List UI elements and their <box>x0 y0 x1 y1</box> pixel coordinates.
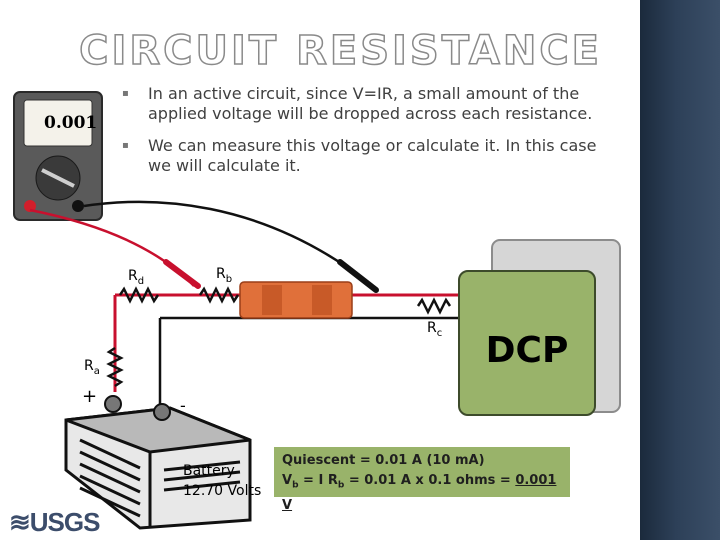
battery-icon <box>64 395 252 530</box>
bullet-text: We can measure this voltage or calculate… <box>148 136 597 175</box>
wire-connector-icon <box>239 281 353 319</box>
negative-terminal-label: - <box>180 396 186 415</box>
resistor-label-b: Rb <box>216 266 233 285</box>
meter-reading: 0.001 <box>44 113 98 133</box>
decorative-side-strip <box>640 0 720 540</box>
slide-title: CIRCUIT RESISTANCE <box>78 27 602 75</box>
bullet-item: ▪ We can measure this voltage or calcula… <box>122 136 612 176</box>
battery-label-line1: Battery <box>183 463 235 479</box>
multimeter-icon <box>13 91 103 221</box>
bullet-dot-icon: ▪ <box>122 140 129 151</box>
bullet-list: ▪ In an active circuit, since V=IR, a sm… <box>122 84 612 188</box>
resistor-label-a: Ra <box>84 358 100 377</box>
positive-terminal-label: + <box>82 386 98 407</box>
voltage-drop-equation: Vb = I Rb = 0.01 A x 0.1 ohms = 0.001 V <box>282 473 557 513</box>
usgs-logo: ≋USGS <box>9 507 100 537</box>
bullet-dot-icon: ▪ <box>122 88 129 99</box>
resistor-label-d: Rd <box>128 268 145 287</box>
dcp-enclosure <box>458 270 596 416</box>
quiescent-current: Quiescent = 0.01 A (10 mA) <box>282 453 485 468</box>
quiescent-callout: Quiescent = 0.01 A (10 mA) Vb = I Rb = 0… <box>274 447 570 513</box>
battery-label: Battery 12.70 Volts <box>183 461 261 501</box>
bullet-text: In an active circuit, since V=IR, a smal… <box>148 84 593 123</box>
dcp-label: DCP <box>485 330 569 371</box>
bullet-item: ▪ In an active circuit, since V=IR, a sm… <box>122 84 612 124</box>
resistor-label-c: Rc <box>427 320 443 339</box>
battery-voltage: 12.70 Volts <box>183 483 262 499</box>
